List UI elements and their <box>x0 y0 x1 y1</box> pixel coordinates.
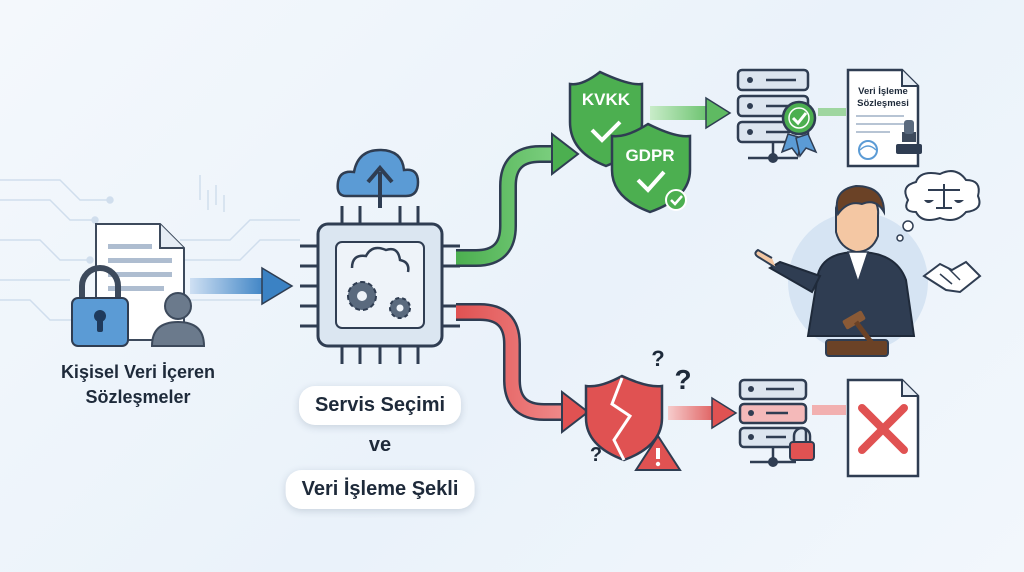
contract-document-icon <box>846 68 922 168</box>
question-mark-2: ? <box>674 364 692 395</box>
warning-icon <box>634 434 682 471</box>
approved-arrow <box>650 96 732 130</box>
processor-chip <box>300 206 460 364</box>
service-label-line2: ve <box>368 434 392 456</box>
contract-title-line1: Veri İşleme <box>858 86 908 97</box>
lawyer-illustration <box>754 184 928 357</box>
service-label-line3: Veri İşleme Şekli <box>285 470 475 509</box>
rejected-document-icon <box>846 378 920 478</box>
source-label-line1: Kişisel Veri İçeren <box>60 362 216 382</box>
source-label-line2: Sözleşmeler <box>85 387 191 407</box>
gdpr-label: GDPR <box>625 146 675 165</box>
approved-path <box>456 131 580 267</box>
question-mark-1: ? <box>651 346 665 371</box>
contract-title-line2: Sözleşmesi <box>857 98 909 109</box>
question-mark-3: ? <box>589 444 603 466</box>
cloud-upload-icon <box>336 148 420 208</box>
locked-server-icon <box>738 378 815 467</box>
broken-shield-icon <box>584 374 664 462</box>
gear-icon <box>347 281 411 319</box>
input-arrow <box>190 266 294 306</box>
rejected-arrow <box>668 396 738 430</box>
source-label: Kişisel Veri İçeren Sözleşmeler <box>28 360 248 410</box>
gdpr-shield-icon <box>610 122 692 214</box>
person-icon <box>150 292 206 347</box>
rejected-path <box>456 303 590 435</box>
handshake-icon <box>922 260 982 294</box>
contract-title: Veri İşleme Sözleşmesi <box>852 86 914 110</box>
certificate-badge-icon <box>780 100 818 158</box>
kvkk-label: KVKK <box>581 90 631 109</box>
scales-thought-icon <box>896 170 981 242</box>
service-label: Servis Seçimi ve Veri İşleme Şekli <box>266 386 494 514</box>
circuit-lines <box>0 175 300 324</box>
padlock-icon <box>71 265 129 347</box>
service-label-line1: Servis Seçimi <box>298 386 462 425</box>
